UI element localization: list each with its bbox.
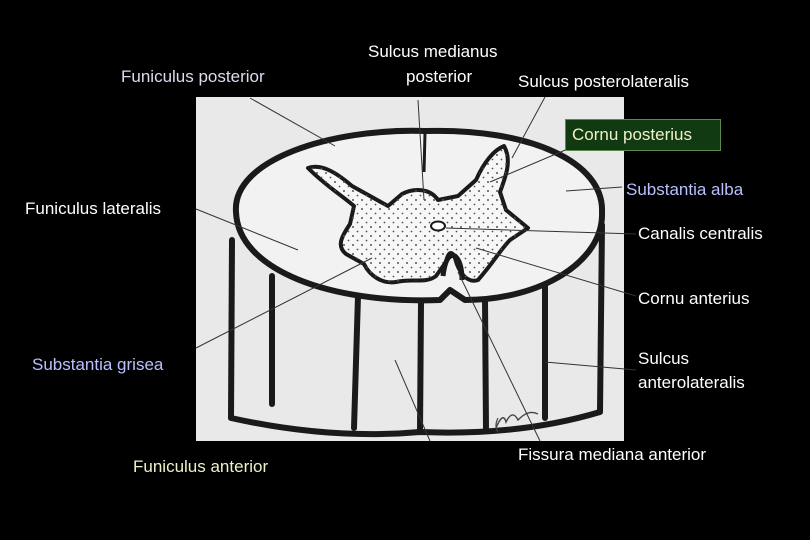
posterior-median-sulcus-line <box>422 132 427 173</box>
label-canalis-centralis: Canalis centralis <box>638 224 763 243</box>
leader-lines <box>195 96 637 442</box>
central-canal <box>430 220 446 232</box>
label-funiculus-posterior: Funiculus posterior <box>121 67 265 86</box>
label-funiculus-lateralis: Funiculus lateralis <box>25 199 162 218</box>
artist-signature <box>495 411 539 429</box>
leader-cornu-anterius <box>475 247 637 297</box>
label-sulcus-anterolateralis-line1: Sulcus <box>638 349 690 368</box>
label-sulcus-anterolateralis-line2: anterolateralis <box>638 373 745 392</box>
cornu-posterius-highlight-box <box>565 119 721 151</box>
label-sulcus-medianus-posterior-line1: Sulcus medianus <box>368 42 498 61</box>
label-sulcus-posterolateralis: Sulcus posterolateralis <box>518 72 690 91</box>
label-fissura-mediana-anterior: Fissura mediana anterior <box>518 445 707 464</box>
cord-cylinder <box>228 222 605 438</box>
label-substantia-grisea: Substantia grisea <box>32 355 164 374</box>
leader-cornu-posterius <box>489 147 571 183</box>
leader-sulcus-medianus-posterior <box>417 99 425 201</box>
label-funiculus-anterior: Funiculus anterior <box>133 457 269 476</box>
grey-matter-stipple <box>308 146 528 283</box>
leader-funiculus-lateralis <box>195 208 299 251</box>
leader-funiculus-anterior <box>394 359 431 442</box>
label-substantia-alba: Substantia alba <box>626 180 744 199</box>
leader-canalis-centralis <box>445 227 637 235</box>
label-cornu-posterius: Cornu posterius <box>572 125 693 144</box>
label-cornu-anterius: Cornu anterius <box>638 289 750 308</box>
leader-funiculus-posterior <box>249 97 336 147</box>
leader-fissura-mediana-anterior <box>457 271 541 442</box>
label-sulcus-medianus-posterior-line2: posterior <box>406 67 473 86</box>
leader-sulcus-posterolateralis <box>511 96 546 159</box>
leader-substantia-alba <box>565 186 623 192</box>
leader-sulcus-anterolateralis <box>544 361 637 371</box>
artist-signature-stroke <box>495 417 499 433</box>
anterior-median-fissure-line <box>440 252 465 281</box>
leader-substantia-grisea <box>195 257 373 349</box>
